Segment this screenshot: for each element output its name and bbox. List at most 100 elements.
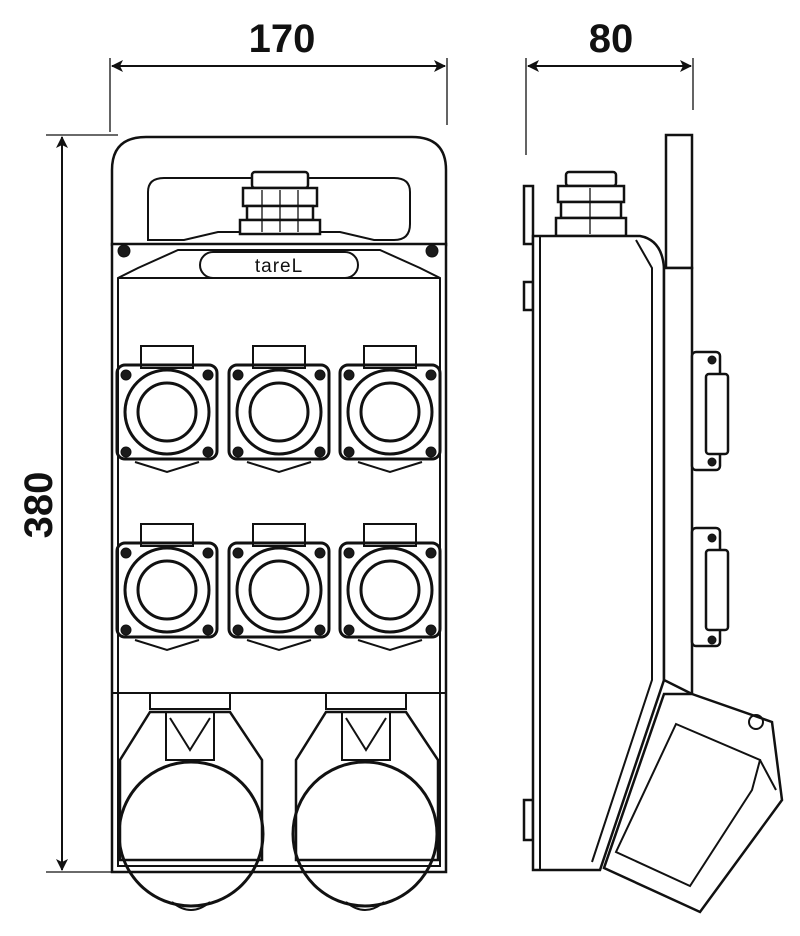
screw-icon <box>314 446 326 458</box>
socket-lid-catch <box>246 461 312 474</box>
socket-lid-hinge <box>252 345 306 369</box>
large-socket-mount-left <box>149 692 231 710</box>
screw-icon <box>314 547 326 559</box>
large-socket-tab <box>345 901 385 911</box>
large-socket-hinge-detail <box>345 717 387 752</box>
side-bracket-top <box>522 184 535 246</box>
side-large-socket-screw <box>748 714 764 730</box>
screw-icon <box>202 446 214 458</box>
socket-lid-hinge <box>140 345 194 369</box>
depth-dimension: 80 <box>525 17 694 155</box>
socket-frame <box>227 541 331 639</box>
cable-gland <box>238 170 322 236</box>
large-socket-housing <box>294 710 440 862</box>
brand-label: tareL <box>255 256 303 277</box>
socket-outer-ring <box>235 368 323 456</box>
socket-inner-ring <box>136 381 198 443</box>
socket-inner-ring <box>136 559 198 621</box>
side-large-socket <box>602 692 784 914</box>
socket-inner-ring <box>359 381 421 443</box>
large-socket-housing <box>118 710 264 862</box>
socket-lid-catch <box>357 461 423 474</box>
screw-icon <box>425 446 437 458</box>
socket-lid-hinge <box>252 523 306 547</box>
front-handle-opening <box>147 177 411 241</box>
screw-icon <box>343 624 355 636</box>
side-cable-gland <box>554 170 628 238</box>
socket-frame <box>227 363 331 461</box>
side-handle-plate <box>664 133 694 270</box>
side-bracket-clip <box>522 280 535 312</box>
small-socket <box>115 345 219 474</box>
front-inner-panel <box>117 249 441 867</box>
screw-icon <box>314 369 326 381</box>
side-gland-ring <box>559 200 623 220</box>
side-small-socket-lower <box>690 526 730 648</box>
side-main-body <box>531 234 666 872</box>
screw-icon <box>343 369 355 381</box>
screw-icon <box>120 446 132 458</box>
screw-icon <box>343 547 355 559</box>
height-dimension: 380 <box>17 134 118 873</box>
socket-lid-hinge <box>363 345 417 369</box>
large-socket-cover <box>291 760 439 908</box>
socket-outer-ring <box>346 368 434 456</box>
screw-icon <box>425 244 439 258</box>
socket-frame <box>338 363 442 461</box>
side-gland-nut <box>556 184 626 204</box>
height-dimension-label: 380 <box>17 472 61 539</box>
socket-lid-hinge <box>140 523 194 547</box>
side-gland-cap <box>564 170 618 188</box>
socket-inner-ring <box>248 381 310 443</box>
screw-icon <box>117 244 131 258</box>
socket-outer-ring <box>123 546 211 634</box>
large-socket-left <box>117 710 265 911</box>
large-socket-right <box>291 710 440 911</box>
socket-outer-ring <box>235 546 323 634</box>
screw-icon <box>232 446 244 458</box>
socket-lid-catch <box>357 639 423 652</box>
screw-icon <box>202 624 214 636</box>
side-gland-base <box>554 216 628 238</box>
screw-icon <box>707 457 717 467</box>
socket-inner-ring <box>359 559 421 621</box>
socket-outer-ring <box>346 546 434 634</box>
socket-frame <box>115 363 219 461</box>
side-front-panel <box>662 266 694 697</box>
screw-icon <box>202 369 214 381</box>
screw-icon <box>202 547 214 559</box>
width-dimension-label: 170 <box>249 17 316 61</box>
large-socket-hinge <box>165 712 215 761</box>
screw-icon <box>120 624 132 636</box>
screw-icon <box>120 547 132 559</box>
screw-icon <box>425 369 437 381</box>
screw-icon <box>343 446 355 458</box>
socket-outer-ring <box>123 368 211 456</box>
side-view <box>522 133 784 914</box>
front-view: tareL <box>110 135 448 911</box>
brand-plate <box>199 251 359 279</box>
small-socket <box>115 523 219 652</box>
small-socket <box>338 523 442 652</box>
screw-icon <box>120 369 132 381</box>
screw-icon <box>314 624 326 636</box>
large-socket-tab <box>171 901 211 911</box>
small-socket <box>227 523 331 652</box>
screw-icon <box>425 547 437 559</box>
side-large-socket-face <box>614 722 762 888</box>
screw-icon <box>425 624 437 636</box>
socket-inner-ring <box>248 559 310 621</box>
socket-lid-hinge <box>363 523 417 547</box>
large-socket-mount-right <box>325 692 407 710</box>
small-socket <box>338 345 442 474</box>
socket-lid-catch <box>134 639 200 652</box>
screw-icon <box>707 635 717 645</box>
side-large-socket-edge <box>759 759 777 791</box>
side-large-socket-housing <box>602 692 784 914</box>
side-socket-cap <box>704 548 730 632</box>
socket-frame <box>338 541 442 639</box>
width-dimension: 170 <box>109 17 448 132</box>
side-small-socket-upper <box>690 350 730 472</box>
screw-icon <box>232 624 244 636</box>
